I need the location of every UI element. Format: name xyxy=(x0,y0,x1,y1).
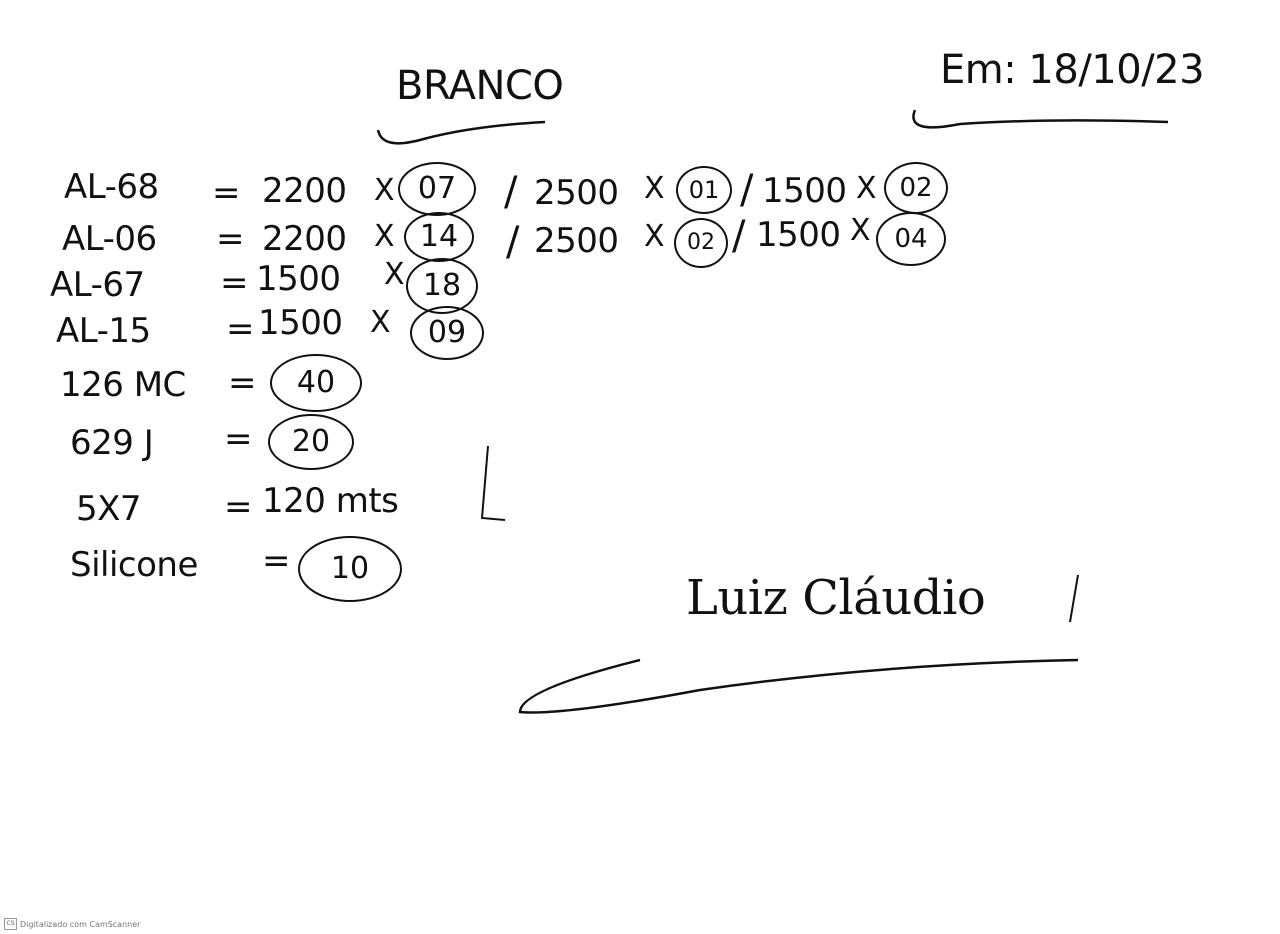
item-code: Silicone xyxy=(70,545,198,585)
row-length: 1500 xyxy=(756,215,841,255)
row-qty-circled: 01 xyxy=(676,166,732,214)
row-times: X xyxy=(384,257,405,292)
row-length: 2500 xyxy=(534,173,619,213)
row-times: X xyxy=(374,219,395,254)
row-equals: = xyxy=(212,173,241,213)
title-underline xyxy=(376,120,546,145)
row-times: X xyxy=(644,171,665,206)
row-separator: / xyxy=(740,167,753,213)
row-qty-circled: 07 xyxy=(398,162,476,216)
item-code: 126 MC xyxy=(60,365,186,405)
row-equals: = xyxy=(220,263,249,303)
item-equals: = xyxy=(262,541,291,581)
row-times: X xyxy=(370,305,391,340)
value-bracket xyxy=(480,445,506,521)
row-code: AL-67 xyxy=(50,265,145,305)
date-label: Em: 18/10/23 xyxy=(940,47,1205,93)
date-underline xyxy=(912,109,1169,129)
row-qty-circled: 14 xyxy=(404,212,474,262)
item-value: 120 mts xyxy=(262,481,399,521)
item-equals: = xyxy=(224,419,253,459)
signature-name: Luiz Cláudio xyxy=(686,570,986,626)
row-length: 2200 xyxy=(262,219,347,259)
row-code: AL-06 xyxy=(62,219,157,259)
row-separator: / xyxy=(506,219,519,265)
page-title: BRANCO xyxy=(396,63,564,109)
row-length: 2200 xyxy=(262,171,347,211)
row-length: 1500 xyxy=(762,171,847,211)
item-qty-circled: 20 xyxy=(268,414,354,470)
row-equals: = xyxy=(216,219,245,259)
row-times: X xyxy=(374,173,395,208)
row-qty-circled: 04 xyxy=(876,212,946,266)
row-qty-circled: 02 xyxy=(674,218,728,268)
row-separator: / xyxy=(504,169,517,215)
row-length: 1500 xyxy=(258,303,343,343)
row-times: X xyxy=(856,171,877,206)
row-code: AL-68 xyxy=(64,167,159,207)
row-length: 1500 xyxy=(256,259,341,299)
row-times: X xyxy=(850,213,871,248)
row-times: X xyxy=(644,219,665,254)
row-code: AL-15 xyxy=(56,311,151,351)
item-code: 629 J xyxy=(70,423,154,463)
row-separator: / xyxy=(732,213,745,259)
row-qty-circled: 02 xyxy=(884,162,948,214)
row-equals: = xyxy=(226,309,255,349)
item-equals: = xyxy=(224,487,253,527)
item-qty-circled: 40 xyxy=(270,354,362,412)
item-qty-circled: 10 xyxy=(298,536,402,602)
camscanner-icon: CS xyxy=(4,918,17,930)
signature-swoosh xyxy=(518,658,1079,714)
item-equals: = xyxy=(228,363,257,403)
scanner-watermark: CS Digitalizado com CamScanner xyxy=(4,918,140,930)
item-code: 5X7 xyxy=(76,489,142,529)
watermark-text: Digitalizado com CamScanner xyxy=(20,919,141,929)
row-qty-circled: 09 xyxy=(410,306,484,360)
row-length: 2500 xyxy=(534,221,619,261)
signature-tick xyxy=(1069,574,1079,623)
